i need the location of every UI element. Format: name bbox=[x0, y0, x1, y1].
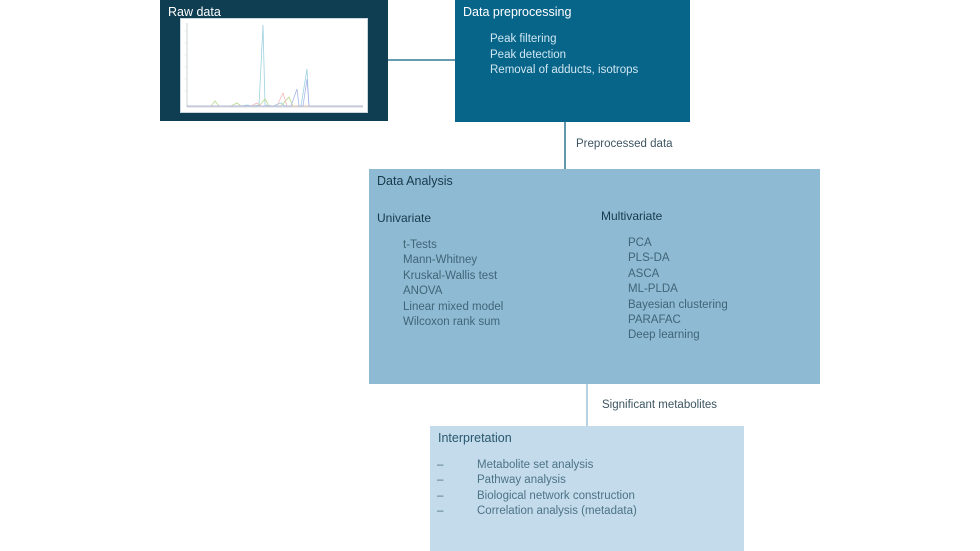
univariate-title: Univariate bbox=[377, 211, 432, 225]
preprocessing-step: Removal of adducts, isotrops bbox=[490, 64, 639, 76]
spectrum-thumbnail bbox=[180, 18, 368, 113]
interpretation-box: Interpretation – Metabolite set analysis … bbox=[430, 426, 744, 551]
univariate-method: t-Tests bbox=[403, 239, 437, 251]
dash-bullet: – bbox=[437, 474, 444, 487]
edge-label-significant-metabolites: Significant metabolites bbox=[602, 399, 718, 411]
preprocessing-steps-list: Peak filtering Peak detection Removal of… bbox=[490, 32, 638, 79]
multivariate-method: PCA bbox=[628, 237, 652, 249]
interpretation-item: – Correlation analysis (metadata) bbox=[437, 504, 637, 519]
interpretation-item-label: Pathway analysis bbox=[477, 474, 566, 487]
dash-bullet: – bbox=[437, 505, 444, 518]
interpretation-item-label: Metabolite set analysis bbox=[477, 459, 594, 471]
multivariate-method: Deep learning bbox=[628, 329, 700, 342]
data-analysis-title: Data Analysis bbox=[377, 174, 453, 188]
data-preprocessing-title: Data preprocessing bbox=[463, 5, 572, 19]
data-analysis-box: Data Analysis Univariate t-Tests Mann-Wh… bbox=[369, 169, 820, 384]
univariate-method: Mann-Whitney bbox=[403, 254, 478, 267]
raw-data-title: Raw data bbox=[168, 5, 221, 19]
dash-bullet: – bbox=[437, 459, 444, 471]
spectrum-plot-image bbox=[184, 23, 363, 108]
preprocessing-step: Peak filtering bbox=[490, 33, 557, 45]
interpretation-item-label: Biological network construction bbox=[477, 489, 635, 502]
edge-label-preprocessed-data: Preprocessed data bbox=[576, 138, 673, 150]
preprocessing-step: Peak detection bbox=[490, 48, 567, 61]
interpretation-title: Interpretation bbox=[438, 431, 512, 445]
interpretation-item: – Pathway analysis bbox=[437, 473, 637, 488]
interpretation-item: – Metabolite set analysis bbox=[437, 458, 637, 473]
interpretation-list: – Metabolite set analysis – Pathway analys… bbox=[437, 458, 637, 520]
univariate-method: Wilcoxon rank sum bbox=[403, 316, 501, 329]
multivariate-title: Multivariate bbox=[601, 209, 663, 223]
multivariate-method: Bayesian clustering bbox=[628, 298, 728, 311]
univariate-method: ANOVA bbox=[403, 285, 443, 298]
data-preprocessing-box: Data preprocessing Peak filtering Peak d… bbox=[455, 0, 690, 122]
univariate-method: Kruskal-Wallis test bbox=[403, 269, 498, 282]
interpretation-item: – Biological network construction bbox=[437, 489, 637, 504]
multivariate-method: PLS-DA bbox=[628, 252, 670, 265]
interpretation-item-label: Correlation analysis (metadata) bbox=[477, 505, 637, 518]
raw-data-box: Raw data bbox=[160, 0, 388, 121]
multivariate-methods-list: PCA PLS-DA ASCA ML-PLDA Bayesian cluster… bbox=[628, 236, 728, 344]
univariate-method: Linear mixed model bbox=[403, 300, 504, 313]
multivariate-method: PARAFAC bbox=[628, 314, 681, 327]
multivariate-method: ASCA bbox=[628, 267, 660, 280]
multivariate-method: ML-PLDA bbox=[628, 283, 678, 296]
dash-bullet: – bbox=[437, 489, 444, 502]
univariate-methods-list: t-Tests Mann-Whitney Kruskal-Wallis test… bbox=[403, 238, 503, 330]
